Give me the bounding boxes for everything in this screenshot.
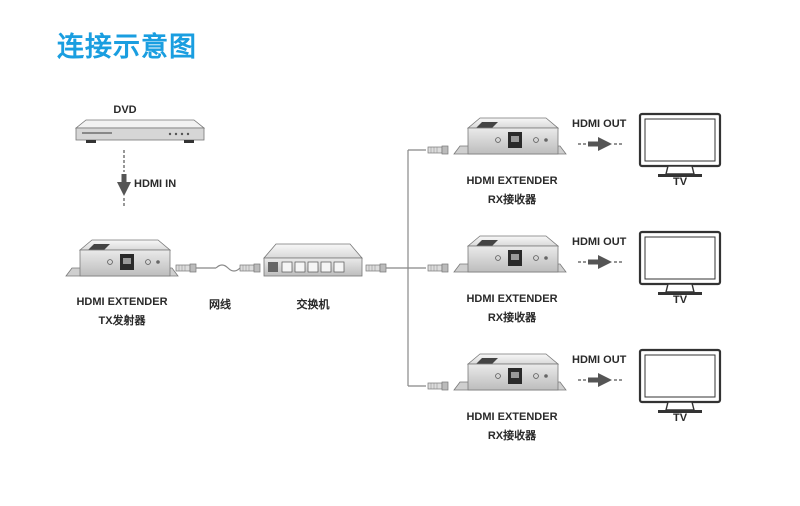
tv-label: TV bbox=[672, 176, 688, 188]
switch-output-cabling bbox=[365, 145, 449, 391]
hdmi-out-arrow-icon bbox=[577, 254, 623, 270]
hdmi-in-arrow-icon bbox=[117, 150, 131, 206]
rx-label-line2: RX接收器 bbox=[487, 194, 537, 206]
tv-label: TV bbox=[672, 294, 688, 306]
rx-label-line2: RX接收器 bbox=[487, 430, 537, 442]
rx-extender-icon bbox=[453, 353, 567, 391]
tx-label-line1: HDMI EXTENDER bbox=[76, 296, 168, 308]
hdmi-out-label: HDMI OUT bbox=[572, 354, 627, 366]
tx-label-line2: TX发射器 bbox=[98, 315, 146, 327]
tv-label: TV bbox=[672, 412, 688, 424]
rx-label-line2: RX接收器 bbox=[487, 312, 537, 324]
hdmi-out-label: HDMI OUT bbox=[572, 118, 627, 130]
rx-label-line1: HDMI EXTENDER bbox=[466, 175, 558, 187]
hdmi-out-arrow-icon bbox=[577, 136, 623, 152]
rx-extender-icon bbox=[453, 117, 567, 155]
tv-icon bbox=[638, 230, 722, 297]
hdmi-in-label: HDMI IN bbox=[134, 178, 177, 190]
rx-extender-icon bbox=[453, 235, 567, 273]
hdmi-out-label: HDMI OUT bbox=[572, 236, 627, 248]
hdmi-out-arrow-icon bbox=[577, 372, 623, 388]
cable-label: 网线 bbox=[209, 299, 231, 311]
dvd-label: DVD bbox=[113, 104, 137, 116]
rx-label-line1: HDMI EXTENDER bbox=[466, 293, 558, 305]
page-title: 连接示意图 bbox=[57, 32, 197, 63]
rx-label-line1: HDMI EXTENDER bbox=[466, 411, 558, 423]
network-cable bbox=[175, 263, 261, 273]
tv-icon bbox=[638, 112, 722, 179]
dvd-player-icon bbox=[74, 119, 206, 143]
tx-extender-icon bbox=[65, 239, 179, 277]
network-switch-icon bbox=[263, 243, 363, 277]
tv-icon bbox=[638, 348, 722, 415]
switch-label: 交换机 bbox=[296, 299, 330, 311]
